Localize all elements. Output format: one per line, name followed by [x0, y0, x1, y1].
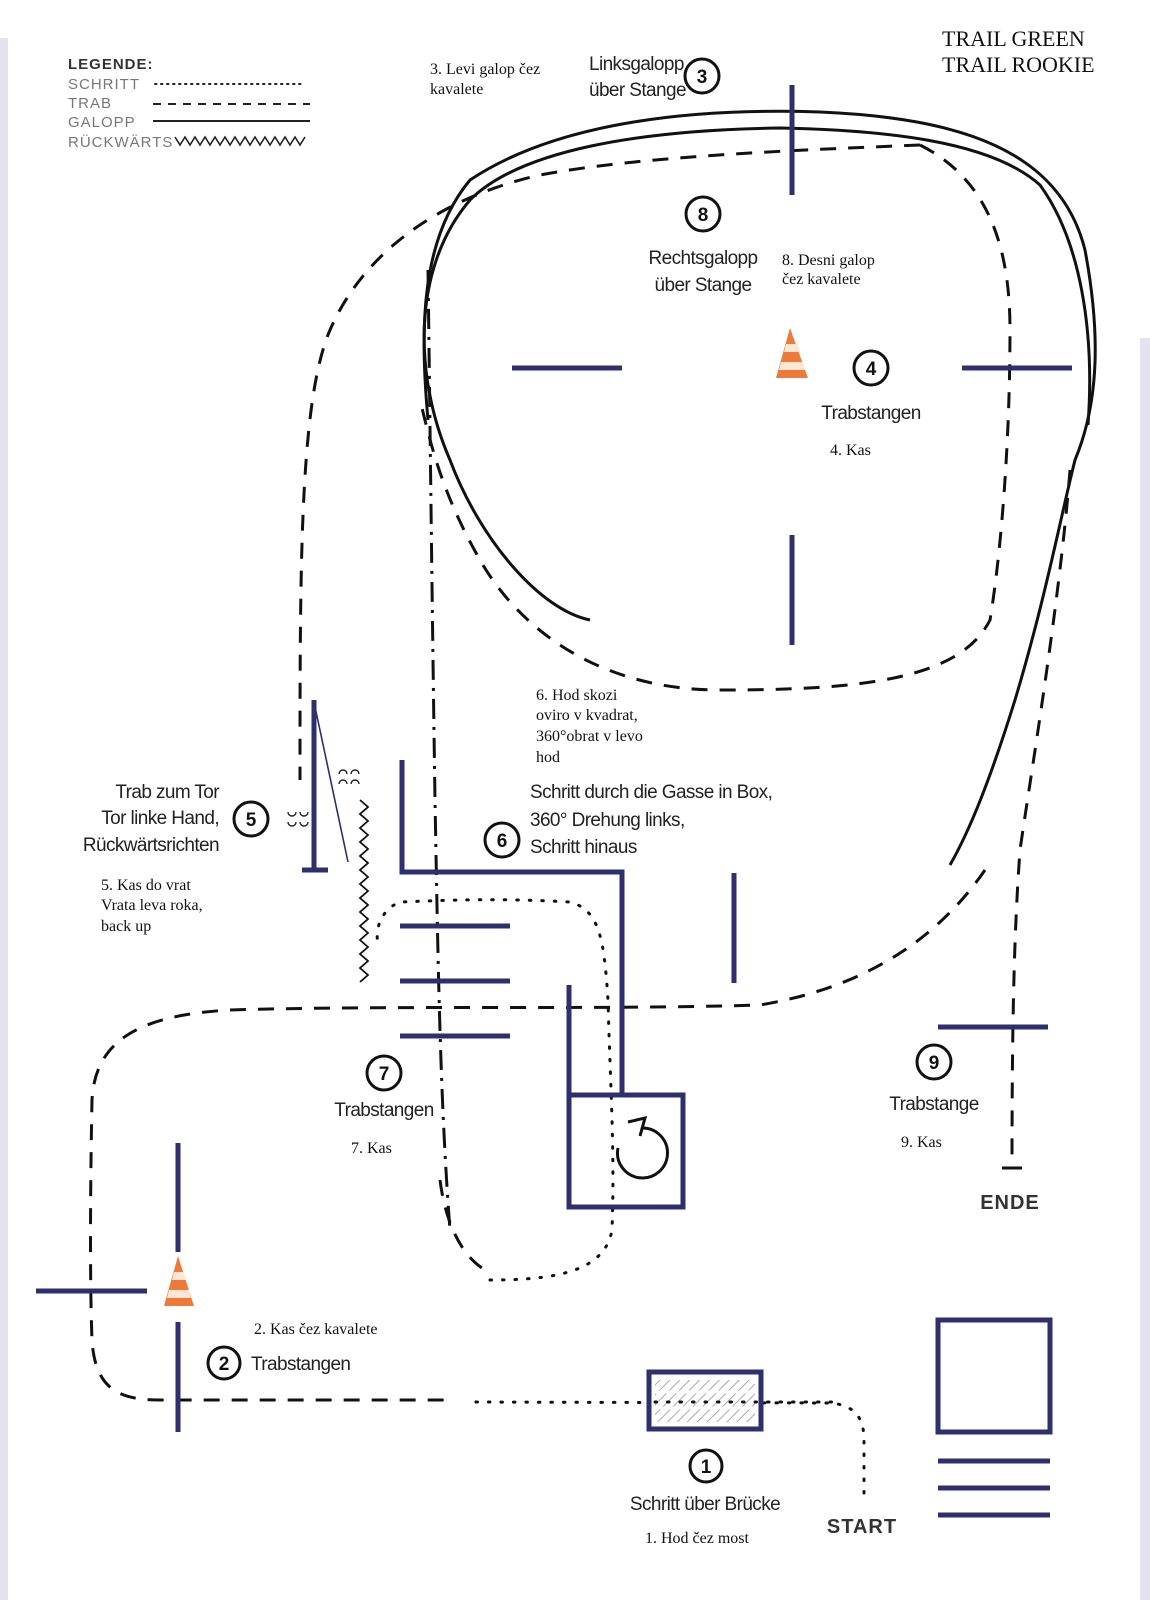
label-sl-5-line1: 5. Kas do vrat [101, 877, 191, 894]
gallop-to-trot-dashdot [426, 269, 452, 1231]
badge-1 [688, 1448, 724, 1484]
hoofprint-icon [287, 811, 309, 827]
label-sl-4: 4. Kas [830, 442, 871, 459]
poles [36, 85, 1072, 1518]
label-sl-2: 2. Kas čez kavalete [254, 1321, 377, 1338]
trot-path-ring [89, 869, 987, 1402]
badge-5 [232, 800, 270, 838]
counterclockwise-arrow-icon [616, 1115, 669, 1180]
label-sl-5-line2: Vrata leva roka, [101, 897, 203, 914]
legend-zigzag-line [174, 135, 306, 147]
end-label: ENDE [980, 1192, 1040, 1214]
legend-heading: LEGENDE: [68, 56, 154, 73]
label-de-5-line2: Tor linke Hand, [101, 808, 219, 829]
label-sl-9: 9. Kas [901, 1134, 942, 1151]
legend-label-galopp: GALOPP [68, 114, 136, 131]
trot-path-small-7 [438, 1179, 486, 1272]
label-de-3-line1: Linksgalopp [589, 54, 684, 75]
legend-label-trab: TRAB [68, 95, 112, 112]
traffic-cone-icon [776, 328, 808, 378]
scan-edge-right [1140, 338, 1150, 1600]
badge-7 [365, 1054, 403, 1092]
label-de-3-line2: über Stange [589, 80, 686, 101]
badge-5-number: 5 [246, 810, 257, 831]
badge-2-number: 2 [219, 1354, 230, 1375]
label-sl-5-line3: back up [101, 918, 151, 935]
number-badges [206, 57, 953, 1484]
label-de-5-line1: Trab zum Tor [115, 782, 220, 803]
label-de-2: Trabstangen [251, 1354, 350, 1375]
legend: LEGENDE: SCHRITT TRAB GALOPP RÜCKWÄRTS [68, 56, 310, 151]
badge-8 [684, 195, 722, 233]
title-line-2: TRAIL ROOKIE [942, 52, 1095, 77]
traffic-cone-icon [164, 1256, 194, 1306]
label-de-6-line3: Schritt hinaus [530, 837, 637, 858]
trot-path-main [298, 143, 921, 781]
label-de-4: Trabstangen [821, 403, 920, 424]
scan-edge-left [0, 38, 8, 1600]
title-line-1: TRAIL GREEN [942, 26, 1085, 51]
badge-8-number: 8 [698, 205, 709, 226]
label-de-9: Trabstange [889, 1094, 978, 1115]
badge-6 [483, 821, 521, 859]
spare-box [935, 1317, 1053, 1435]
badge-6-number: 6 [497, 831, 508, 852]
label-sl-8-line2: čez kavalete [782, 271, 861, 288]
label-sl-6-line4: hod [536, 749, 560, 766]
badge-4-number: 4 [866, 359, 877, 380]
gallop-path-left-lead [422, 109, 1097, 866]
badge-7-number: 7 [379, 1064, 390, 1085]
turn-box [566, 1092, 686, 1210]
label-de-1: Schritt über Brücke [630, 1494, 780, 1515]
label-sl-8-line1: 8. Desni galop [782, 252, 875, 269]
label-de-8-line1: Rechtsgalopp [649, 248, 758, 269]
gallop-path-right-lead [422, 126, 1092, 622]
label-sl-6-line2: oviro v kvadrat, [536, 707, 638, 724]
label-sl-6-line3: 360°obrat v levo [536, 728, 643, 745]
label-de-7: Trabstangen [334, 1100, 433, 1121]
gasse-wall-outer [399, 760, 625, 1095]
label-sl-6-line1: 6. Hod skozi [536, 687, 618, 704]
label-de-6-line1: Schritt durch die Gasse in Box, [530, 782, 772, 803]
walk-path-gasse [375, 898, 615, 1282]
label-sl-1: 1. Hod čez most [645, 1530, 750, 1547]
badge-9 [915, 1043, 953, 1081]
badge-4 [852, 349, 890, 387]
gate-swing-line [313, 701, 349, 863]
backup-zigzag [358, 799, 370, 983]
trot-path-loop [418, 143, 1012, 692]
label-de-5-line3: Rückwärtsrichten [83, 835, 219, 856]
badge-2 [206, 1345, 242, 1381]
badge-9-number: 9 [929, 1053, 940, 1074]
legend-label-rueckwaerts: RÜCKWÄRTS [68, 133, 173, 151]
label-sl-3-line1: 3. Levi galop čez [430, 61, 540, 78]
hoofprint-icon [338, 769, 360, 785]
label-de-8-line2: über Stange [655, 275, 752, 296]
badge-3-number: 3 [697, 67, 708, 88]
trot-path-finish [1010, 469, 1072, 1166]
start-label: START [827, 1516, 897, 1538]
label-sl-7: 7. Kas [351, 1140, 392, 1157]
badge-1-number: 1 [701, 1457, 712, 1478]
label-de-6-line2: 360° Drehung links, [530, 810, 685, 831]
label-sl-3-line2: kavalete [430, 81, 483, 98]
badge-3 [683, 57, 721, 95]
legend-label-schritt: SCHRITT [68, 76, 140, 93]
